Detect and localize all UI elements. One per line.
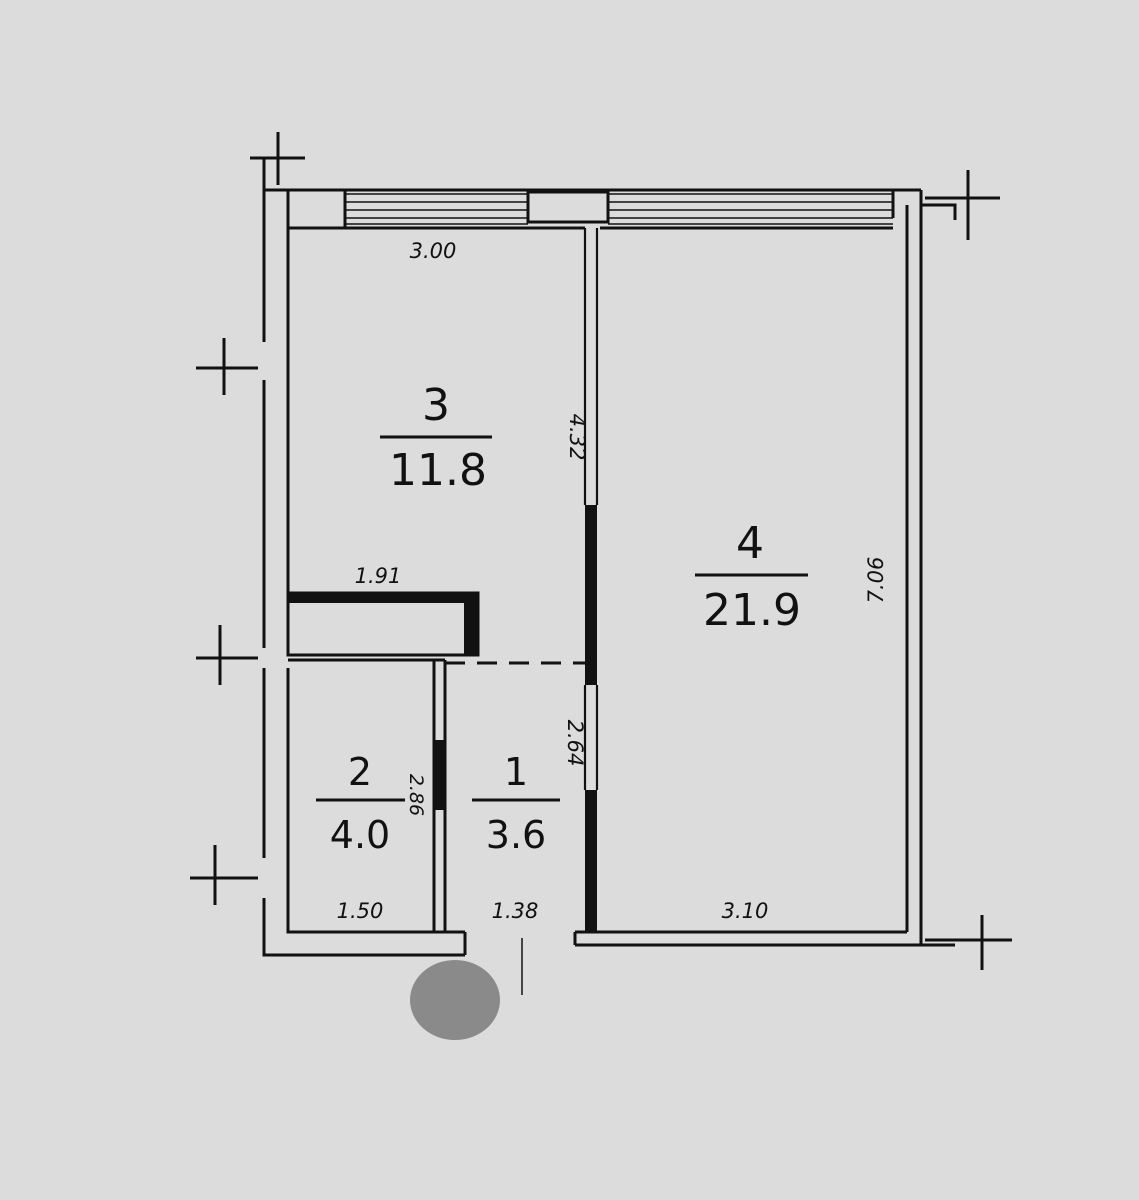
top-left-corner [264, 188, 347, 230]
dim-room4-length: 7.06 [864, 557, 888, 604]
room-number: 4 [736, 518, 764, 569]
axis-marker-right-bottom [925, 915, 1012, 970]
pier [526, 190, 610, 224]
dim-room3-length: 4.32 [565, 414, 589, 461]
room-number: 1 [504, 750, 528, 794]
room-2-label: 2 4.0 [316, 750, 405, 857]
room-area: 11.8 [389, 445, 487, 496]
dim-closet-width: 1.91 [355, 564, 402, 588]
dim-room1-width: 1.38 [492, 899, 539, 923]
partition-solid [585, 505, 597, 685]
room-area: 21.9 [703, 585, 801, 636]
axis-marker-right-top [925, 170, 1000, 240]
top-wall-edges [345, 188, 893, 230]
walls [262, 158, 957, 957]
partition-upper [583, 228, 599, 505]
axis-marker-left-3 [190, 845, 258, 905]
room-number: 3 [422, 380, 450, 431]
redaction-blot [410, 960, 500, 1040]
room2-divider-solid [434, 740, 445, 810]
dim-room1-length: 2.64 [563, 720, 587, 767]
axis-marker-top [250, 132, 305, 185]
dim-room2-length: 2.86 [405, 774, 427, 816]
room-3-label: 3 11.8 [380, 380, 492, 496]
axis-marker-left-1 [196, 338, 258, 395]
dim-room4-width: 3.10 [722, 899, 769, 923]
left-wall-inner [286, 190, 445, 934]
room-number: 2 [348, 750, 372, 794]
dim-room2-width: 1.50 [337, 899, 384, 923]
dimension-labels: 3.00 4.32 1.91 7.06 3.10 1.50 2.86 1.38 … [337, 239, 888, 923]
right-wall [891, 188, 957, 945]
partition-lower [583, 685, 599, 790]
room-1-label: 1 3.6 [472, 750, 560, 857]
bottom-wall [445, 930, 955, 955]
top-window-lines [345, 193, 893, 225]
wardrobe-right-band [464, 593, 478, 655]
room-area: 4.0 [330, 813, 390, 857]
left-wall-outer [262, 158, 465, 957]
room-area: 3.6 [486, 813, 546, 857]
axis-marker-left-2 [196, 625, 258, 685]
partition-solid-bottom [585, 790, 597, 932]
room-4-label: 4 21.9 [695, 518, 808, 636]
dim-room3-width: 3.00 [410, 239, 457, 263]
wardrobe-top-band [288, 593, 478, 603]
axis-markers [190, 132, 1012, 995]
